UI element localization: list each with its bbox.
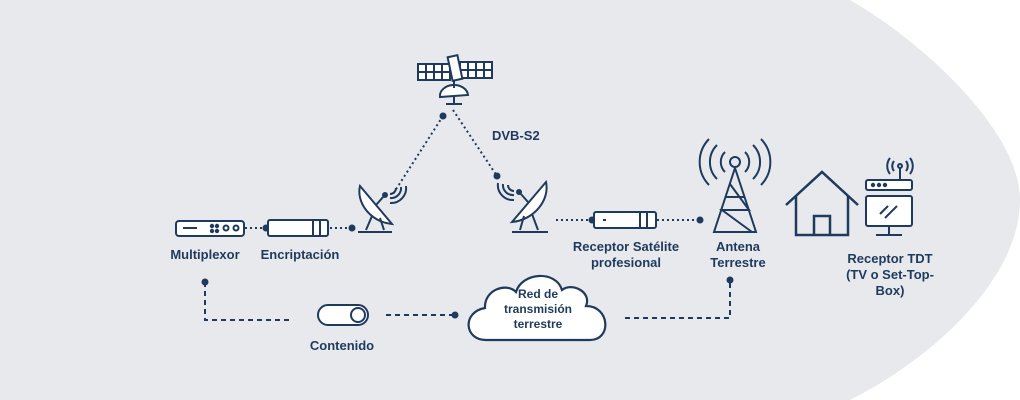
link-endpoint-dot [493, 172, 501, 180]
downlink-dotted-link [452, 109, 498, 177]
uplink-dotted-link [392, 115, 444, 195]
label-receptor-satelite: Receptor Satélite profesional [572, 239, 680, 270]
link-endpoint-dot [439, 112, 447, 120]
cloud-to-tower-link [625, 280, 731, 319]
label-antena-terrestre: Antena Terrestre [710, 239, 766, 270]
downlink-dish-icon [496, 179, 548, 233]
label-contenido: Contenido [309, 338, 375, 353]
label-red: Red de transmisión terrestre [503, 287, 572, 331]
content-toggle-icon [317, 304, 369, 326]
label-multiplexor: Multiplexor [170, 247, 240, 262]
uplink-dish-icon [358, 183, 408, 233]
satellite-receiver-icon [593, 211, 657, 229]
terrestrial-tower-icon [698, 138, 772, 233]
router-icon [865, 157, 914, 191]
link-endpoint-dot [201, 278, 209, 286]
link-endpoint-dot [726, 276, 734, 284]
mux-to-content-link [204, 282, 290, 321]
multiplexor-device-icon [175, 220, 245, 237]
link-endpoint-dot [348, 224, 356, 232]
network-cloud-icon [467, 274, 607, 342]
tv-icon [865, 195, 913, 236]
satellite-icon [417, 54, 493, 105]
label-encriptacion: Encriptación [260, 247, 340, 262]
label-dvbs2: DVB-S2 [492, 128, 540, 143]
link-endpoint-dot [696, 216, 704, 224]
encryption-device-icon [267, 219, 329, 237]
house-icon [785, 170, 859, 237]
label-receptor-tdt: Receptor TDT (TV o Set-Top-Box) [846, 251, 934, 298]
link-endpoint-dot [451, 311, 459, 319]
